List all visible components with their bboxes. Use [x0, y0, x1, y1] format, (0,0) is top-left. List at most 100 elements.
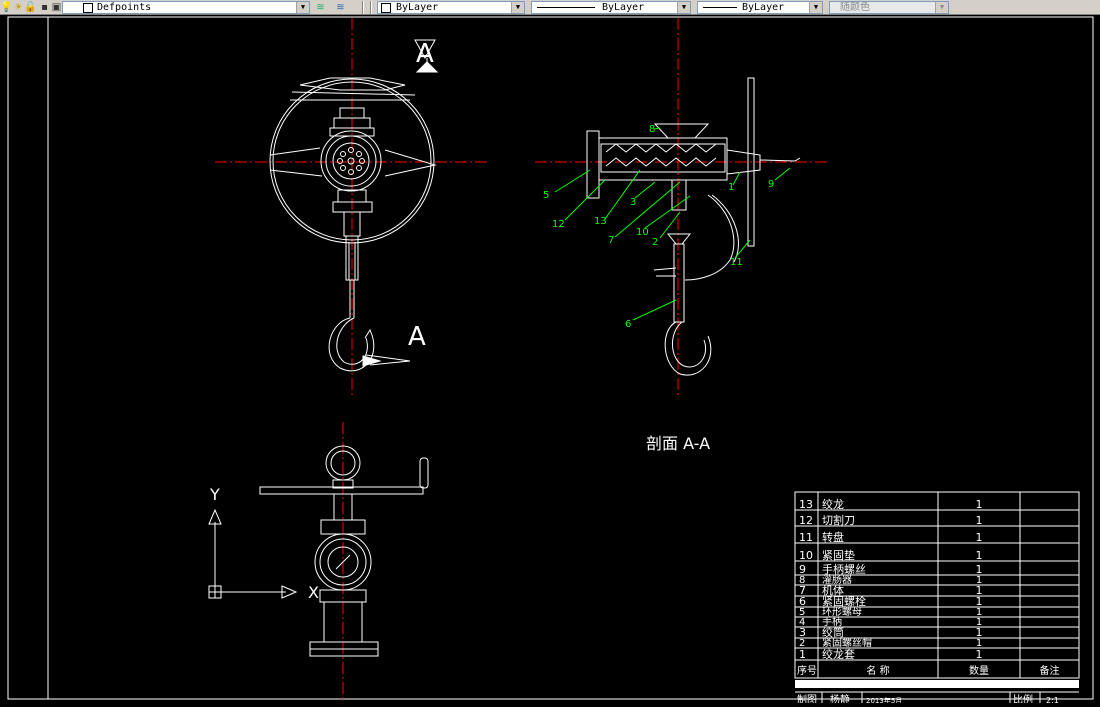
layer-state-icon[interactable]: ▣ [51, 2, 62, 13]
sun-icon[interactable]: ☀ [14, 2, 23, 13]
center-lines [215, 18, 828, 700]
toolbar-separator [370, 1, 372, 14]
table-cell-name: 切割刀 [822, 513, 855, 527]
table-cell-no: 11 [799, 531, 813, 544]
callout-13: 13 [594, 216, 607, 227]
chevron-down-icon[interactable]: ▼ [511, 2, 524, 13]
table-cell-qty: 1 [976, 638, 982, 649]
lock-icon[interactable]: 🔓 [24, 2, 37, 13]
callout-6: 6 [625, 319, 631, 330]
title-scale-label: 比例 [1013, 693, 1033, 703]
bulb-icon[interactable]: 💡 [0, 2, 13, 13]
layer-color-swatch [83, 3, 93, 13]
color-square-icon[interactable]: ▪ [41, 2, 48, 13]
color-swatch [381, 3, 391, 13]
table-cell-qty: 1 [976, 607, 982, 618]
ucs-x-label: X [308, 583, 319, 602]
table-cell-qty: 1 [976, 617, 982, 628]
table-cell-qty: 1 [976, 531, 983, 544]
table-header-qty: 数量 [969, 664, 989, 677]
section-mark-bottom: A [408, 322, 426, 352]
table-cell-no: 5 [799, 607, 805, 618]
layer-name: Defpoints [97, 2, 152, 13]
callout-10: 10 [636, 227, 649, 238]
table-cell-no: 2 [799, 638, 805, 649]
section-view [586, 77, 801, 376]
table-cell-no: 12 [799, 514, 813, 527]
callout-7: 7 [608, 235, 614, 246]
section-title: 剖面 A-A [646, 434, 710, 453]
table-cell-name: 灌肠器 [822, 574, 852, 586]
linetype-preview [537, 7, 595, 8]
table-cell-qty: 1 [976, 575, 982, 586]
table-cell-qty: 1 [976, 595, 983, 608]
table-cell-no: 7 [799, 584, 806, 597]
plotstyle-dropdown[interactable]: 随颜色 ▼ [829, 1, 949, 14]
title-draw-label: 制图 [797, 693, 817, 703]
color-dropdown[interactable]: ByLayer ▼ [377, 1, 525, 14]
table-cell-no: 9 [799, 563, 806, 576]
table-cell-no: 13 [799, 498, 813, 511]
drawing-frame [7, 16, 1094, 700]
table-cell-qty: 1 [976, 549, 983, 562]
table-cell-name: 机体 [822, 583, 844, 597]
title-block: 制图 杨静 2013年5月 比例 2:1 [795, 680, 1079, 706]
table-cell-name: 绞龙套 [822, 647, 855, 661]
title-date: 2013年5月 [866, 696, 902, 703]
callout-1: 1 [728, 182, 734, 193]
callout-5: 5 [543, 190, 549, 201]
linetype-dropdown[interactable]: ByLayer ▼ [531, 1, 691, 14]
leader-lines [554, 127, 791, 321]
table-cell-name: 手柄螺丝 [822, 562, 866, 576]
callout-11: 11 [730, 257, 743, 268]
table-cell-name: 紧固垫 [822, 548, 855, 562]
section-mark-top: A [416, 39, 434, 69]
chevron-down-icon[interactable]: ▼ [296, 2, 309, 13]
make-layer-current-icon[interactable]: ≋ [316, 2, 325, 13]
callout-9: 9 [768, 179, 774, 190]
layer-previous-icon[interactable]: ≋ [336, 2, 345, 13]
chevron-down-icon[interactable]: ▼ [935, 2, 948, 13]
drawing-canvas[interactable]: A A 8 5 12 13 3 [0, 15, 1100, 706]
plotstyle-value: 随颜色 [840, 2, 870, 13]
table-cell-no: 10 [799, 549, 813, 562]
callout-12: 12 [552, 219, 565, 230]
callout-3: 3 [630, 197, 636, 208]
table-cell-no: 4 [799, 617, 805, 628]
table-cell-name: 紧固螺栓 [822, 594, 866, 608]
table-cell-no: 3 [799, 626, 806, 639]
table-cell-qty: 1 [976, 626, 983, 639]
table-cell-name: 手柄 [822, 615, 842, 628]
linetype-value: ByLayer [602, 2, 645, 13]
lineweight-preview [703, 7, 737, 8]
front-view [269, 39, 437, 372]
title-scale-value: 2:1 [1046, 696, 1059, 703]
lineweight-dropdown[interactable]: ByLayer ▼ [697, 1, 823, 14]
title-drafter: 杨静 [830, 693, 850, 703]
toolbar-separator [362, 1, 364, 14]
callout-labels: 8 5 12 13 3 7 10 2 6 11 1 9 [543, 124, 774, 330]
table-cell-qty: 1 [976, 648, 983, 661]
color-value: ByLayer [396, 2, 439, 13]
chevron-down-icon[interactable]: ▼ [809, 2, 822, 13]
top-view [259, 445, 429, 657]
table-header-note: 备注 [1040, 664, 1060, 677]
layer-dropdown[interactable]: Defpoints ▼ [62, 1, 310, 14]
table-cell-no: 1 [799, 648, 806, 661]
table-cell-qty: 1 [976, 514, 983, 527]
table-header-no: 序号 [797, 664, 817, 677]
table-cell-name: 转盘 [822, 530, 844, 544]
ucs-y-label: Y [209, 485, 220, 504]
lineweight-value: ByLayer [742, 2, 785, 13]
section-arrows [362, 58, 439, 367]
table-cell-qty: 1 [976, 563, 983, 576]
ucs-icon [208, 508, 298, 599]
table-cell-name: 绞筒 [822, 625, 844, 639]
table-cell-no: 8 [799, 575, 805, 586]
table-cell-name: 绞龙 [822, 497, 844, 511]
chevron-down-icon[interactable]: ▼ [677, 2, 690, 13]
table-cell-qty: 1 [976, 584, 983, 597]
table-header-name: 名 称 [866, 664, 889, 677]
table-cell-no: 6 [799, 595, 806, 608]
